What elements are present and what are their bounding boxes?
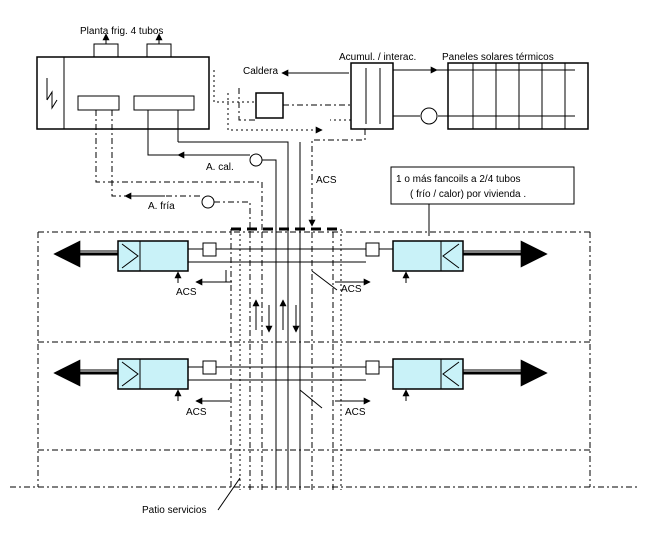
caldera-label: Caldera xyxy=(243,66,278,77)
acs-label: ACS xyxy=(186,407,207,418)
a-cal-label: A. cal. xyxy=(206,162,234,173)
fancoil-unit xyxy=(392,240,464,272)
hot-water-pump-icon xyxy=(249,153,263,167)
floor-2 xyxy=(53,358,548,409)
paneles-label: Paneles solares térmicos xyxy=(442,52,554,63)
fancoil-note-box xyxy=(390,166,575,205)
switch-symbol-icon xyxy=(46,78,58,110)
solar-panels xyxy=(420,62,589,130)
chiller-plant xyxy=(36,33,210,130)
accumulator xyxy=(350,62,394,130)
a-fria-label: A. fría xyxy=(148,201,175,212)
fancoil-note-line2: ( frío / calor) por vivienda . xyxy=(410,189,526,200)
service-shaft xyxy=(230,227,342,490)
acs-top-label: ACS xyxy=(316,175,337,186)
floor-boundaries xyxy=(10,231,640,488)
solar-pump-icon xyxy=(420,107,438,125)
fancoil-note-line1: 1 o más fancoils a 2/4 tubos xyxy=(396,174,521,185)
acs-label: ACS xyxy=(176,287,197,298)
planta-label: Planta frig. 4 tubos xyxy=(80,26,163,37)
fancoil-unit xyxy=(392,358,464,390)
acumul-label: Acumul. / interac. xyxy=(339,52,416,63)
floor-1 xyxy=(53,240,548,291)
patio-label: Patio servicios xyxy=(142,505,206,516)
acs-label: ACS xyxy=(341,284,362,295)
boiler-box xyxy=(255,92,284,119)
cold-water-pump-icon xyxy=(201,195,215,209)
fancoil-unit xyxy=(117,358,189,390)
fancoil-unit xyxy=(117,240,189,272)
acs-label: ACS xyxy=(345,407,366,418)
